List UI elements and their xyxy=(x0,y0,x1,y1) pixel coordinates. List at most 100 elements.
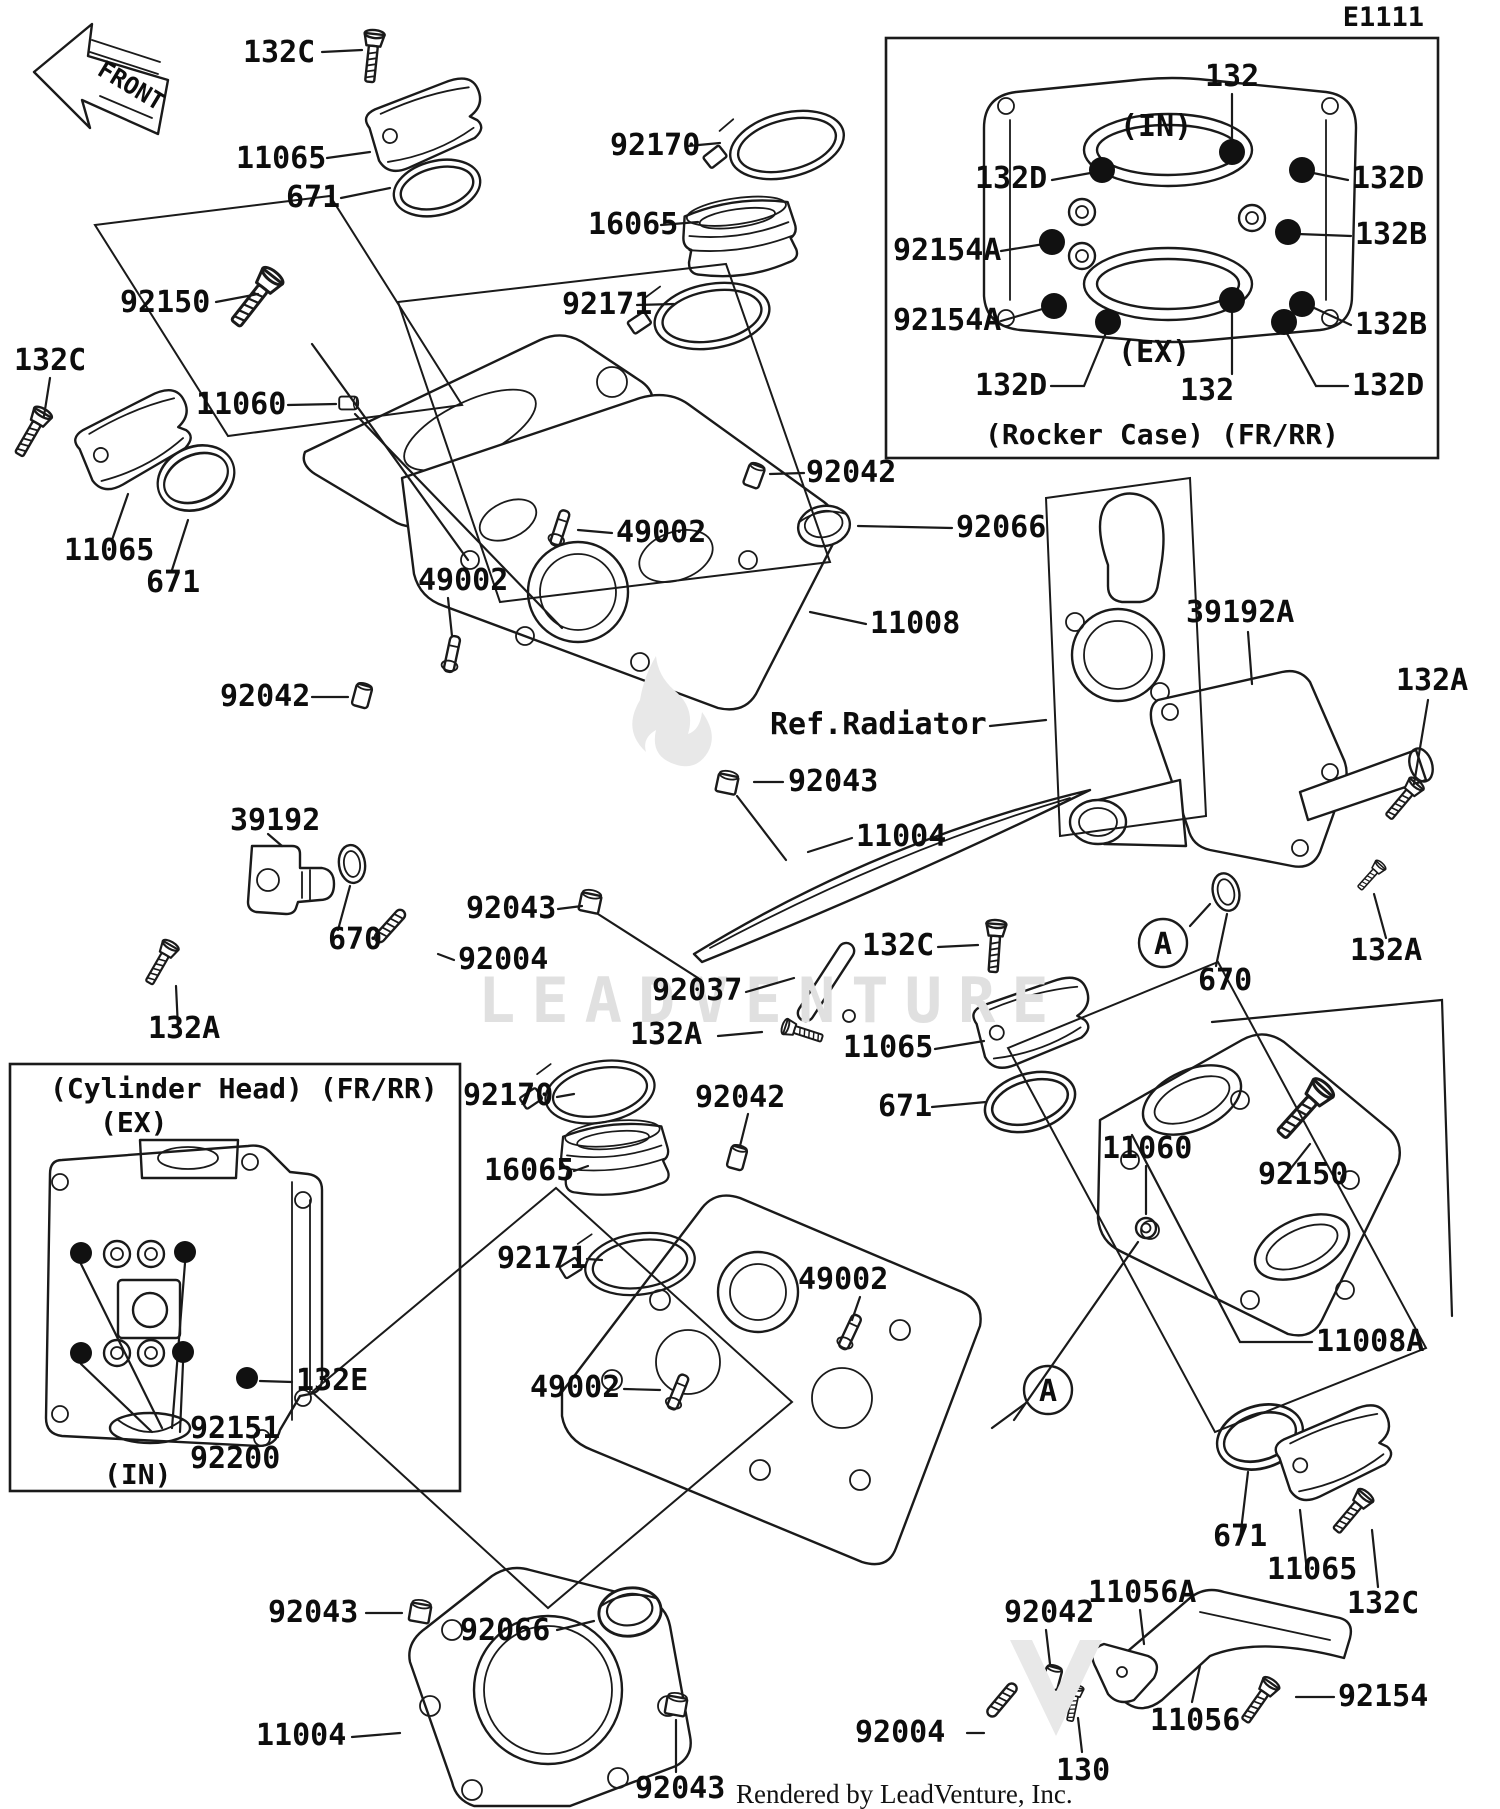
leader-line xyxy=(572,1164,590,1173)
bolt-position-dot xyxy=(1041,293,1067,319)
leader-line xyxy=(336,884,352,932)
leader-line xyxy=(768,471,806,476)
part-label: 92170 xyxy=(610,128,700,163)
chain-guide-blade-drawing xyxy=(796,941,856,1023)
cylinder-head-drawing xyxy=(400,393,839,711)
leader-line xyxy=(1412,698,1430,786)
leader-line xyxy=(258,1379,294,1384)
leader-line xyxy=(320,48,364,54)
leader-line xyxy=(635,302,676,307)
leader-line xyxy=(738,1112,750,1148)
leader-line xyxy=(1188,902,1212,928)
leader-line xyxy=(576,528,614,535)
leader-line xyxy=(110,492,130,542)
part-label: 132 xyxy=(1205,59,1259,94)
bolt-position-dot xyxy=(236,1367,258,1389)
leader-line xyxy=(1044,1628,1052,1666)
part-label: 92151 xyxy=(190,1411,280,1446)
inset-box xyxy=(884,36,1440,460)
part-label: 11008 xyxy=(870,606,960,641)
leader-line xyxy=(1308,304,1353,327)
part-label: (Cylinder Head) (FR/RR) xyxy=(50,1072,438,1105)
part-label: 132C xyxy=(862,928,934,963)
part-label: 132 xyxy=(1180,373,1234,408)
leader-line xyxy=(178,1361,185,1434)
part-label: (IN) xyxy=(104,1458,171,1491)
leader-line xyxy=(686,141,722,148)
part-label: 92043 xyxy=(466,891,556,926)
part-label: 92037 xyxy=(652,973,742,1008)
leader-line xyxy=(170,518,190,572)
part-label: 11056 xyxy=(1150,1703,1240,1738)
leader-line xyxy=(79,1362,154,1434)
part-label: 92200 xyxy=(190,1441,280,1476)
part-label: (EX) xyxy=(100,1106,167,1139)
part-label: 92154A xyxy=(893,233,1001,268)
part-label: 132A xyxy=(630,1017,702,1052)
bolt-position-dot xyxy=(172,1341,194,1363)
thermostat-housing-drawing xyxy=(1065,492,1170,703)
leader-line xyxy=(1282,326,1350,388)
part-label: 11060 xyxy=(1102,1131,1192,1166)
inset-box xyxy=(8,1062,462,1493)
leader-line xyxy=(310,342,470,562)
part-label: 92043 xyxy=(788,764,878,799)
part-label: 92042 xyxy=(1004,1595,1094,1630)
part-label: 92154 xyxy=(1338,1679,1428,1714)
part-label: 92004 xyxy=(458,942,548,977)
leader-line xyxy=(555,1619,596,1632)
leader-line xyxy=(585,1257,604,1262)
part-label: 92042 xyxy=(695,1080,785,1115)
part-label: 132D xyxy=(975,161,1047,196)
leader-line xyxy=(79,1262,164,1430)
leader-line xyxy=(808,610,868,626)
part-label: 92043 xyxy=(268,1595,358,1630)
leader-line xyxy=(174,984,180,1030)
part-label: 11065 xyxy=(64,533,154,568)
bolt-position-dot xyxy=(70,1342,92,1364)
bolt-position-dot xyxy=(1219,287,1245,313)
rocker-case-drawing xyxy=(982,76,1358,344)
part-label: 92150 xyxy=(120,285,210,320)
leader-line xyxy=(1076,1716,1084,1754)
part-label: 39192A xyxy=(1186,595,1294,630)
part-label: 11065 xyxy=(1267,1552,1357,1587)
leader-line xyxy=(1050,170,1098,182)
bolt-position-dot xyxy=(70,1242,92,1264)
leader-line xyxy=(286,402,338,407)
part-label: 92042 xyxy=(806,455,896,490)
leader-line xyxy=(744,976,796,994)
leader-line xyxy=(988,718,1048,728)
part-label: Ref.Radiator xyxy=(770,707,987,742)
bolt-position-dot xyxy=(1089,157,1115,183)
part-label: 11065 xyxy=(843,1030,933,1065)
part-label: 132C xyxy=(14,343,86,378)
bolt-position-dot xyxy=(1289,157,1315,183)
leader-line xyxy=(1372,892,1388,940)
part-label: 11004 xyxy=(256,1718,346,1753)
part-label: 16065 xyxy=(484,1153,574,1188)
part-label: 49002 xyxy=(798,1262,888,1297)
part-label: 92171 xyxy=(562,287,652,322)
part-label: 132A xyxy=(1350,933,1422,968)
part-label: 39192 xyxy=(230,803,320,838)
bolt-position-dot xyxy=(1039,229,1065,255)
part-label: 670 xyxy=(328,922,382,957)
part-label: 92043 xyxy=(635,1771,725,1806)
leader-line xyxy=(1214,912,1229,968)
part-label: 92154A xyxy=(893,303,1001,338)
part-label: A xyxy=(1039,1374,1057,1409)
leader-line xyxy=(735,794,788,862)
leader-line xyxy=(266,832,284,848)
callout-frame xyxy=(1044,476,1208,838)
leader-line xyxy=(716,1030,764,1038)
part-label: 92066 xyxy=(956,510,1046,545)
part-label: 49002 xyxy=(530,1370,620,1405)
leader-line xyxy=(622,1387,662,1392)
watermark: LEADVENTURE xyxy=(478,656,1102,1736)
leader-line xyxy=(936,943,980,949)
leader-line xyxy=(446,596,454,638)
part-label: (Rocker Case) (FR/RR) xyxy=(985,418,1339,451)
part-label: 49002 xyxy=(616,515,706,550)
